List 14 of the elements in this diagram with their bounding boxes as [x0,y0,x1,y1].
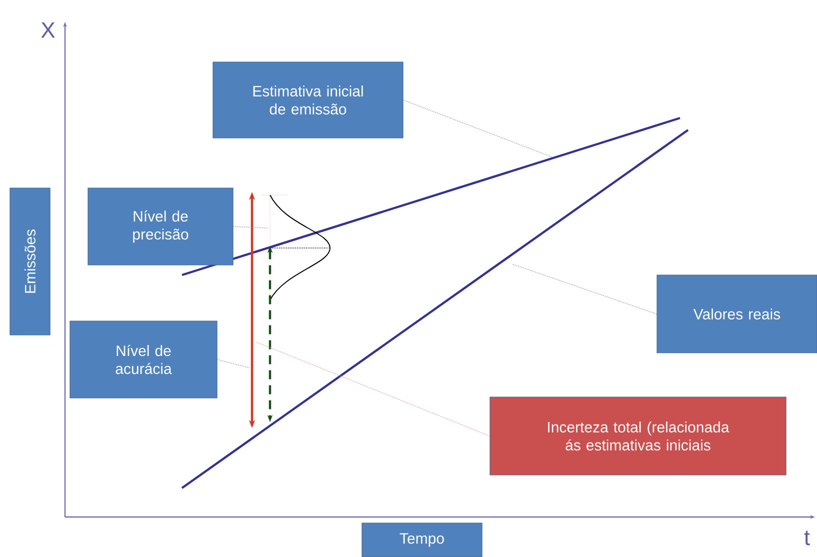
leader-line [512,264,658,314]
leader-line [402,100,552,158]
label-box: Estimativa inicial de emissão [212,62,404,138]
label-box: Emissões [10,188,50,336]
label-box: Tempo [362,522,482,557]
axis-label: X [41,22,55,38]
leader-line [232,226,268,228]
label-box: Nível de precisão [88,188,234,266]
axis-label: t [804,530,810,546]
label-box: Valores reais [656,274,817,354]
label-box: Incerteza total (relacionada ás estimativas iniciais [490,396,786,476]
leader-line [216,359,250,368]
leader-line [256,342,490,436]
label-box: Nível de acurácia [70,320,218,398]
